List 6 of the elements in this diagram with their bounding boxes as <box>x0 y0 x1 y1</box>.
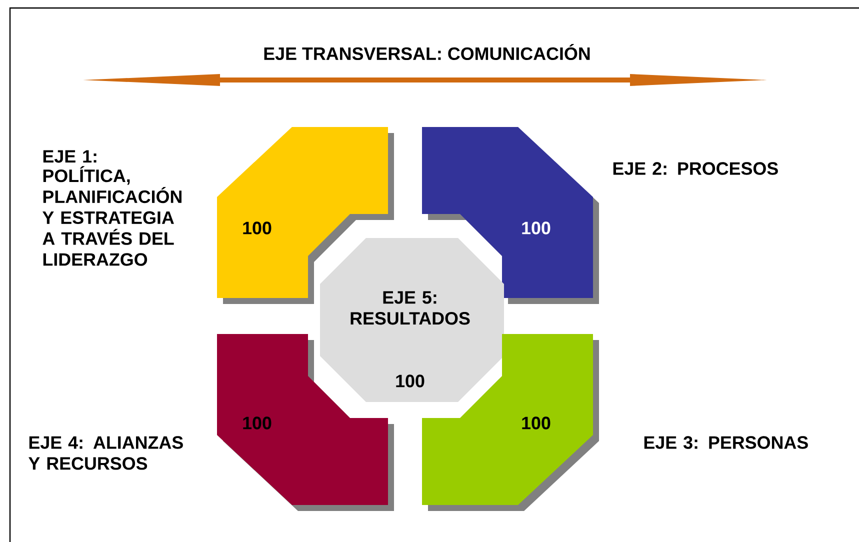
axis-label: EJE 3: PERSONAS <box>644 436 808 449</box>
axis-label: EJE 2: PROCESOS <box>613 162 778 175</box>
axis-label: EJE 1: <box>43 150 96 163</box>
axis-label: EJE 4: ALIANZAS Y RECURSOS <box>28 436 183 470</box>
title: EJE TRANSVERSAL: COMUNICACIÓN <box>264 44 590 60</box>
axis-label: POLÍTICA, PLANIFICACIÓN Y ESTRATEGIA A TRAVÉS DEL LIDERAZGO <box>42 166 182 266</box>
